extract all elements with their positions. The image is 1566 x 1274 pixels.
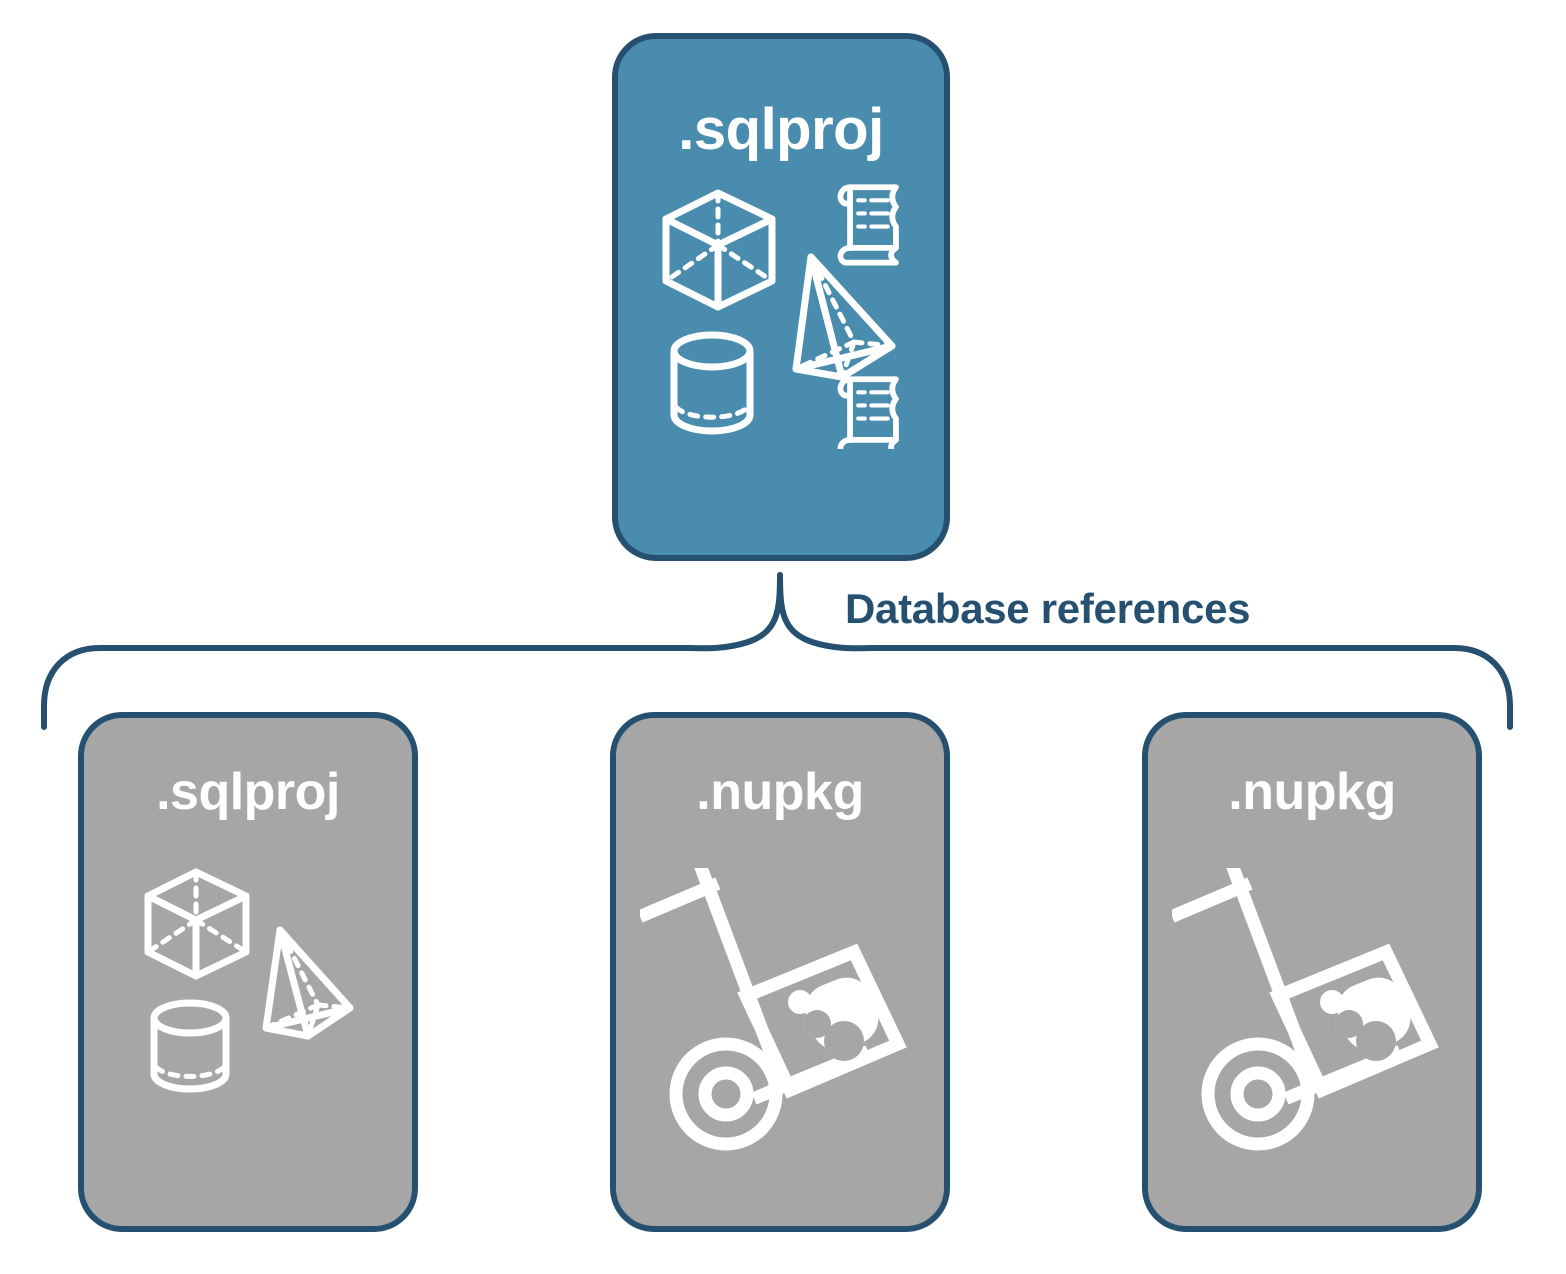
card-ref-0-icon-group: [84, 860, 412, 1100]
card-ref-0-sqlproj[interactable]: .sqlproj: [78, 712, 418, 1232]
card-ref-1-title: .nupkg: [696, 763, 864, 821]
pyramid-icon: [262, 926, 354, 1040]
hand-truck-package-icon: [640, 868, 907, 1151]
card-top-title: .sqlproj: [678, 97, 884, 162]
card-ref-1-icon-group: [616, 868, 944, 1158]
card-ref-2-title: .nupkg: [1228, 763, 1396, 821]
card-ref-0-title: .sqlproj: [156, 763, 340, 821]
hand-truck-package-icon: [1172, 868, 1439, 1151]
cube-icon: [662, 189, 776, 311]
scroll-icon: [837, 184, 899, 266]
scroll-icon: [837, 376, 899, 449]
database-objects-icon: [144, 868, 354, 1093]
card-ref-2-nupkg[interactable]: .nupkg: [1142, 712, 1482, 1232]
cylinder-icon: [150, 999, 230, 1093]
card-ref-2-icon-group: [1148, 868, 1476, 1158]
cylinder-icon: [670, 331, 754, 435]
card-top-sqlproj[interactable]: .sqlproj: [612, 33, 950, 561]
brace-label-database-references: Database references: [845, 585, 1251, 632]
card-top-icon-group: [618, 179, 944, 449]
cube-icon: [144, 868, 250, 980]
card-ref-1-nupkg[interactable]: .nupkg: [610, 712, 950, 1232]
database-objects-with-scripts-icon: [662, 184, 899, 449]
pyramid-icon: [792, 253, 896, 381]
